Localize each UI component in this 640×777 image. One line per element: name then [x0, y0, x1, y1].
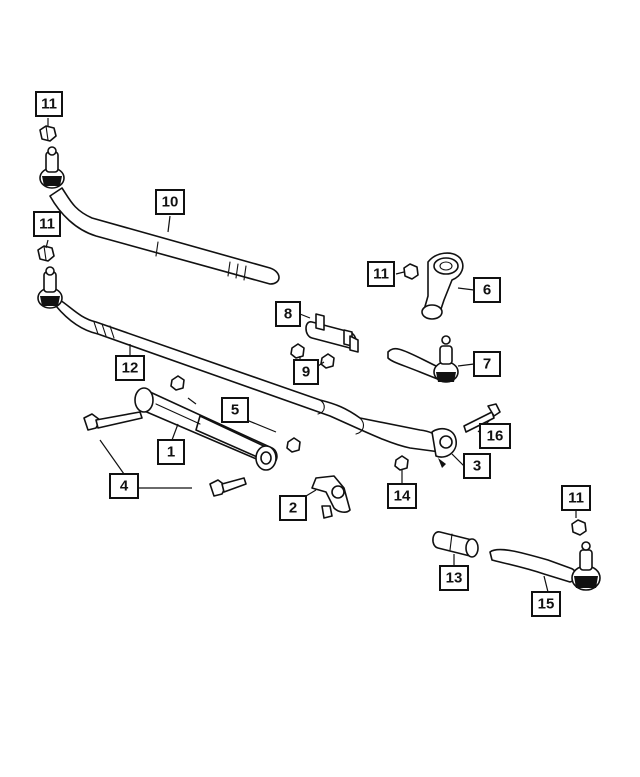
callout-14: 14	[387, 483, 417, 509]
part-16-bolt	[463, 403, 501, 433]
callout-12: 12	[115, 355, 145, 381]
callout-7-label: 7	[483, 356, 491, 373]
callout-10-label: 10	[162, 194, 179, 211]
callout-8: 8	[275, 301, 301, 327]
callout-2-label: 2	[289, 500, 297, 517]
callout-11-top-label: 11	[41, 96, 57, 113]
callout-4: 4	[109, 473, 139, 499]
part-8-adjusting-sleeve	[305, 313, 359, 353]
part-14-nut	[394, 455, 409, 471]
nut-11-top	[39, 125, 57, 142]
callout-11-mid-label: 11	[39, 216, 55, 233]
callout-9: 9	[293, 359, 319, 385]
callout-12-label: 12	[122, 360, 139, 377]
callout-7: 7	[473, 351, 501, 377]
part-12-tie-rod	[37, 266, 457, 468]
part-15-tie-rod-end	[489, 541, 601, 591]
part-5-nuts	[170, 375, 301, 453]
callout-6: 6	[473, 277, 501, 303]
callout-10: 10	[155, 189, 185, 215]
part-10-drag-link	[39, 146, 280, 285]
callout-11-top: 11	[35, 91, 63, 117]
callout-6-label: 6	[483, 282, 491, 299]
part-4-bolts	[83, 411, 247, 497]
callout-5-label: 5	[231, 402, 239, 419]
callout-16-label: 16	[487, 428, 504, 445]
part-6-pitman-arm	[421, 252, 464, 320]
callout-11-pitman-label: 11	[373, 266, 389, 283]
callout-16: 16	[479, 423, 511, 449]
callout-11-right-label: 11	[568, 490, 584, 507]
callout-2: 2	[279, 495, 307, 521]
nut-11-right	[571, 519, 587, 536]
callout-8-label: 8	[284, 306, 292, 323]
callout-1-label: 1	[167, 444, 175, 461]
callout-1: 1	[157, 439, 185, 465]
nut-11-pitman	[403, 263, 419, 280]
part-1-steering-damper	[134, 387, 278, 471]
callout-4-label: 4	[120, 478, 129, 495]
callout-15: 15	[531, 591, 561, 617]
callout-13-label: 13	[446, 570, 463, 587]
callout-11-mid: 11	[33, 211, 61, 237]
part-7-tie-rod-end	[387, 335, 459, 383]
callout-11-pitman: 11	[367, 261, 395, 287]
callout-9-label: 9	[302, 364, 310, 381]
callout-3-label: 3	[473, 458, 481, 475]
callout-5: 5	[221, 397, 249, 423]
nut-11-mid	[37, 245, 55, 262]
callout-13: 13	[439, 565, 469, 591]
callout-14-label: 14	[394, 488, 411, 505]
callout-11-right: 11	[561, 485, 591, 511]
part-13-sleeve	[432, 531, 479, 558]
callout-15-label: 15	[538, 596, 555, 613]
callout-3: 3	[463, 453, 491, 479]
part-2-bracket	[311, 475, 351, 519]
